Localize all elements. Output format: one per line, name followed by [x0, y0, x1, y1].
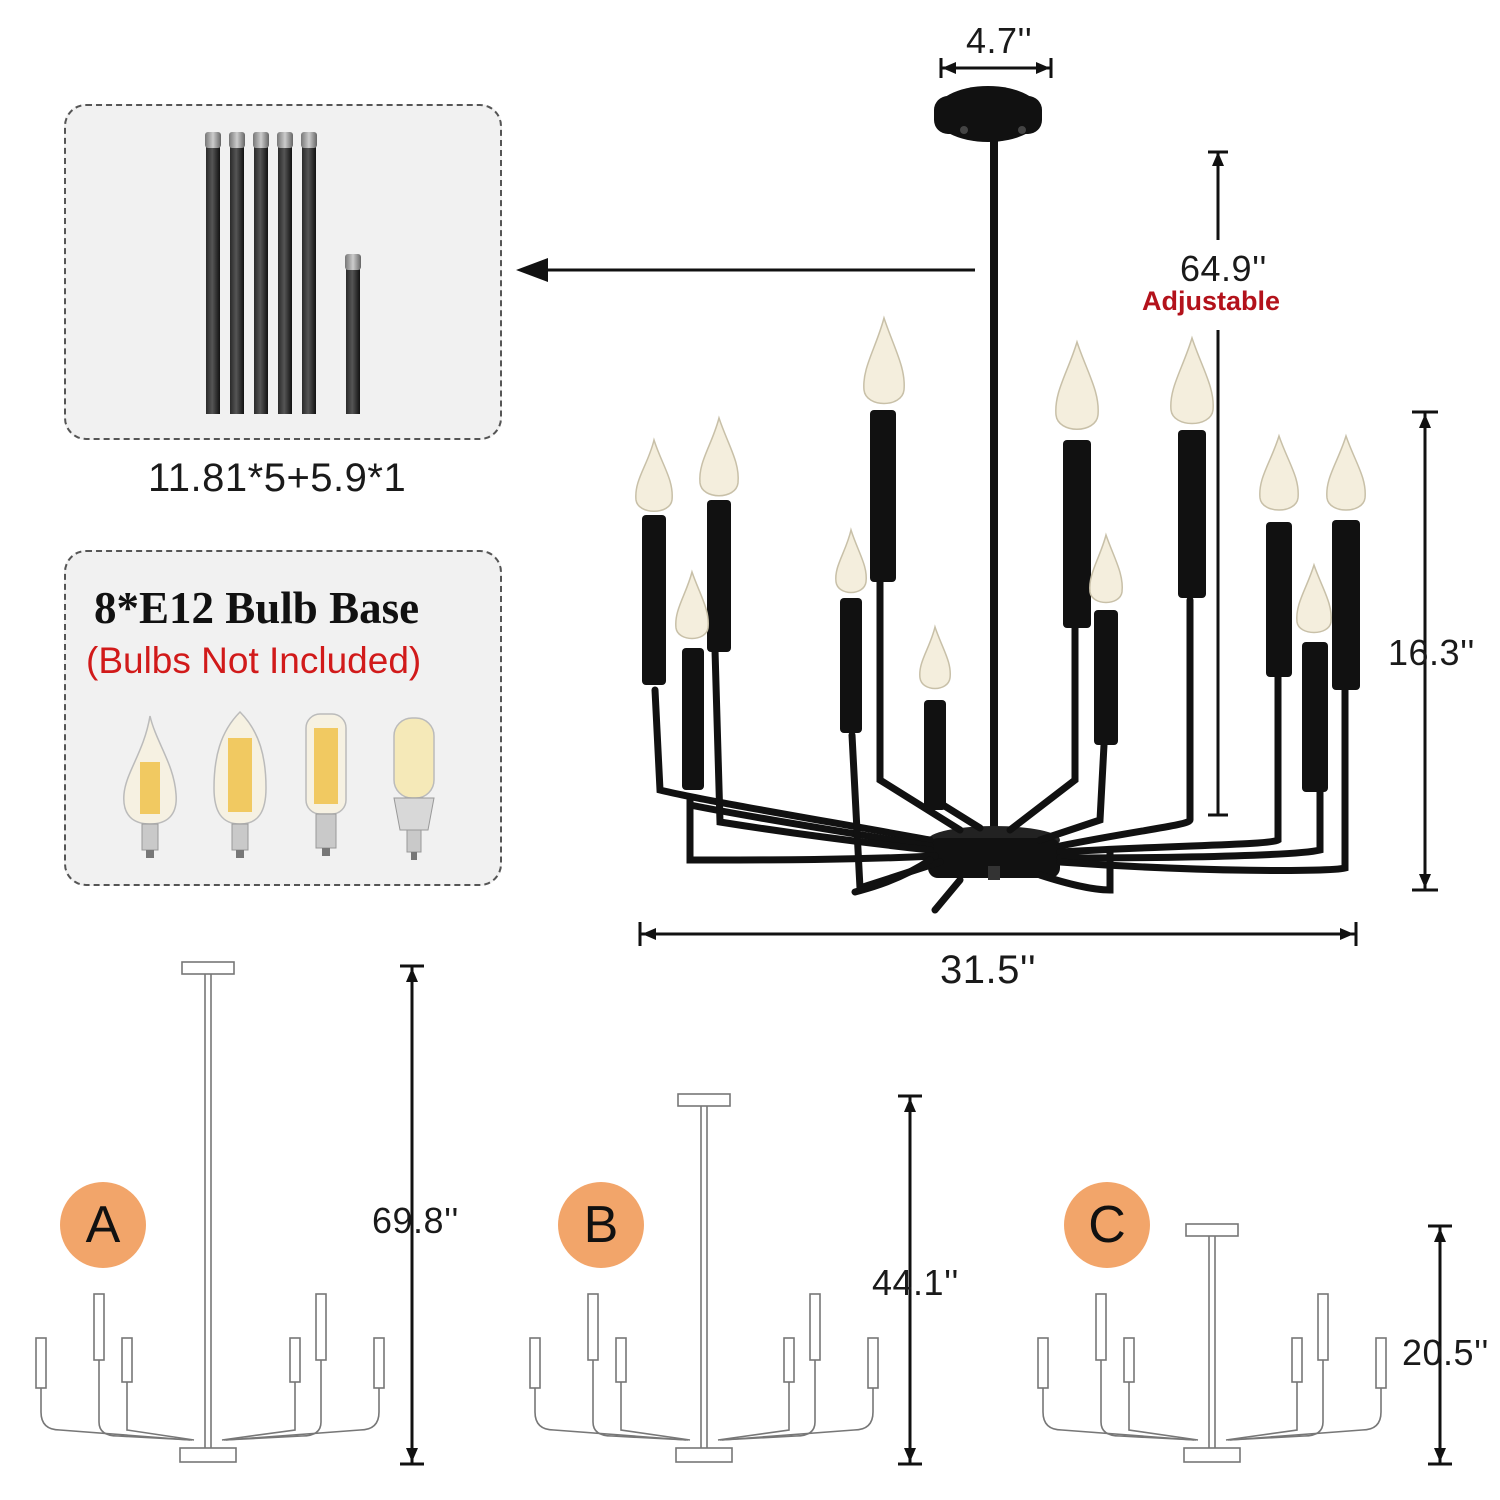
flame-bulb	[675, 569, 709, 640]
candle-sleeve	[1094, 610, 1118, 745]
rods-panel	[64, 104, 502, 440]
flame-bulb	[635, 437, 673, 512]
candle-sleeve	[1178, 430, 1206, 598]
chandelier-illustration	[516, 58, 1438, 946]
candle-sleeve	[870, 410, 896, 582]
candle-sleeve	[1332, 520, 1360, 690]
candle-sleeve	[1266, 522, 1292, 677]
option-b-badge: B	[558, 1182, 644, 1268]
long-rod-3	[253, 132, 269, 414]
option-c-badge: C	[1064, 1182, 1150, 1268]
flame-bulb	[863, 315, 905, 405]
option-c-height-label: 20.5''	[1402, 1332, 1489, 1373]
candle-sleeve	[642, 515, 666, 685]
height-option-outlines	[35, 961, 1452, 1466]
long-rod-5	[301, 132, 317, 414]
flame-bulb	[919, 624, 951, 690]
flame-bulb	[835, 527, 867, 594]
option-a-height-dimension	[400, 964, 424, 1466]
long-rod-4	[277, 132, 293, 414]
option-b-height-dimension	[898, 1094, 922, 1466]
canopy-width-label: 4.7''	[966, 20, 1033, 61]
outline-fixture-b	[529, 1093, 879, 1463]
flame-bulb	[1296, 562, 1332, 634]
bulb-panel	[64, 550, 502, 886]
extension-rods-illustration	[205, 132, 361, 414]
candle-sleeve	[707, 500, 731, 652]
fixture-height-label: 16.3''	[1388, 632, 1475, 673]
candle-sleeve	[840, 598, 862, 733]
flame-bulb	[1089, 532, 1123, 604]
long-rod-2	[229, 132, 245, 414]
fixture-height-dimension	[1412, 410, 1438, 892]
flame-bulb	[1259, 433, 1299, 511]
flame-tip-bulb-icon	[123, 715, 177, 858]
flame-bulb	[699, 415, 739, 497]
outline-fixture-c	[1037, 1223, 1387, 1463]
downrod	[990, 140, 998, 840]
outline-fixture-a	[35, 961, 385, 1463]
candle-sleeve	[924, 700, 946, 810]
candle-bulb-icon	[213, 710, 267, 858]
bulbs-not-included-note: (Bulbs Not Included)	[86, 640, 422, 681]
flame-bulb	[1170, 335, 1214, 425]
option-b-height-label: 44.1''	[872, 1262, 959, 1303]
bulb-base-title: 8*E12 Bulb Base	[94, 583, 420, 633]
candle-sleeve	[1302, 642, 1328, 792]
short-rod	[345, 254, 361, 414]
adjustable-height-label: 64.9''	[1180, 248, 1267, 289]
fixture-width-label: 31.5''	[940, 948, 1037, 992]
bulb-icons-row	[123, 710, 435, 860]
adjustable-note: Adjustable	[1142, 286, 1281, 316]
long-rod-1	[205, 132, 221, 414]
flame-bulb	[1055, 339, 1099, 430]
flame-bulb	[1326, 433, 1366, 511]
candle-sleeve	[682, 648, 704, 790]
canopy-width-dimension	[939, 58, 1053, 78]
tubular-bulb-icon	[305, 713, 347, 856]
fixture-width-dimension	[638, 922, 1358, 946]
candle-sleeve	[1063, 440, 1091, 628]
rod-spec-label: 11.81*5+5.9*1	[148, 456, 407, 500]
corn-led-bulb-icon	[393, 717, 435, 860]
option-c-height-dimension	[1428, 1224, 1452, 1466]
center-hub	[928, 838, 1060, 878]
option-a-badge: A	[60, 1182, 146, 1268]
option-a-height-label: 69.8''	[372, 1200, 459, 1241]
